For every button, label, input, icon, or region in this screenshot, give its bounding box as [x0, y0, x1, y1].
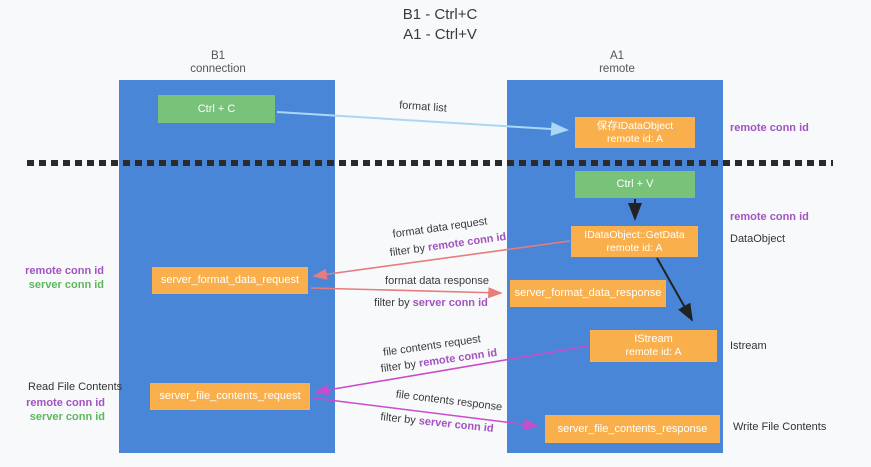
- annotation-server-conn-id-left-top: server conn id: [28, 279, 104, 291]
- format-data-response-arrow: [310, 287, 503, 299]
- node-istream-line1: IStream: [634, 333, 673, 345]
- node-format-request-label: server_format_data_request: [160, 274, 300, 286]
- remote-conn-id-text: remote conn id: [427, 230, 507, 254]
- lane-a1-title: A1: [609, 50, 625, 62]
- annotation-remote-conn-id-mid-right: remote conn id: [730, 211, 809, 223]
- annotation-server-conn-id-left-bottom: server conn id: [29, 411, 105, 423]
- label-file-contents-response: file contents response: [395, 388, 503, 414]
- node-ctrl-v-label: Ctrl + V: [616, 178, 654, 190]
- lane-header-b1: B1 connection: [143, 50, 293, 76]
- server-conn-id-text: server conn id: [412, 297, 488, 309]
- label-format-list: format list: [398, 99, 448, 115]
- server-conn-id-text: server conn id: [418, 415, 495, 435]
- node-ctrl-c: Ctrl + C: [158, 95, 275, 123]
- annotation-dataobject: DataObject: [730, 233, 786, 245]
- annotation-remote-conn-id-left-top: remote conn id: [25, 265, 104, 277]
- filter-by-text: filter by: [389, 241, 429, 260]
- diagram-title: B1 - Ctrl+C A1 - Ctrl+V: [330, 5, 550, 45]
- filter-by-text: filter by: [374, 297, 413, 309]
- dashed-separator: [27, 160, 833, 166]
- node-ctrl-c-label: Ctrl + C: [197, 102, 236, 115]
- title-line-2: A1 - Ctrl+V: [403, 26, 477, 43]
- label-filter-by-server-2: filter by server conn id: [380, 411, 494, 435]
- lane-header-a1: A1 remote: [542, 50, 692, 76]
- node-idataobject-getdata: IDataObject::GetData remote id: A: [571, 226, 698, 257]
- node-server-file-contents-request: server_file_contents_request: [150, 383, 310, 410]
- node-file-response-label: server_file_contents_response: [557, 422, 708, 435]
- filter-by-text: filter by: [380, 357, 420, 376]
- node-ctrl-v: Ctrl + V: [575, 171, 695, 198]
- node-server-format-data-response: server_format_data_response: [510, 280, 666, 307]
- node-getdata-line1: IDataObject::GetData: [584, 228, 685, 241]
- node-server-format-data-request: server_format_data_request: [152, 267, 308, 294]
- label-filter-by-server-1: filter by server conn id: [374, 297, 488, 309]
- label-format-data-response: format data response: [385, 275, 489, 287]
- annotation-write-file-contents: Write File Contents: [733, 421, 827, 433]
- node-istream-line2: remote id: A: [625, 346, 682, 358]
- annotation-remote-conn-id-left-bottom: remote conn id: [26, 397, 105, 409]
- lane-a1-subtitle: remote: [599, 63, 635, 75]
- node-file-request-label: server_file_contents_request: [159, 390, 301, 402]
- node-server-file-contents-response: server_file_contents_response: [545, 415, 720, 443]
- lane-b1-title: B1: [210, 50, 226, 62]
- node-save-idataobject-line2: remote id: A: [606, 132, 664, 145]
- annotation-remote-conn-id-top-right: remote conn id: [730, 122, 809, 134]
- annotation-istream: Istream: [730, 340, 767, 352]
- node-istream: IStream remote id: A: [590, 330, 717, 362]
- node-getdata-line2: remote id: A: [606, 241, 663, 254]
- lane-b1-subtitle: connection: [190, 63, 246, 75]
- title-line-1: B1 - Ctrl+C: [402, 6, 478, 23]
- node-save-idataobject-line1: 保存IDataObject: [596, 119, 674, 132]
- node-format-response-label: server_format_data_response: [514, 287, 662, 299]
- annotation-read-file-contents: Read File Contents: [28, 381, 123, 393]
- filter-by-text: filter by: [379, 411, 420, 428]
- node-save-idataobject: 保存IDataObject remote id: A: [575, 117, 695, 148]
